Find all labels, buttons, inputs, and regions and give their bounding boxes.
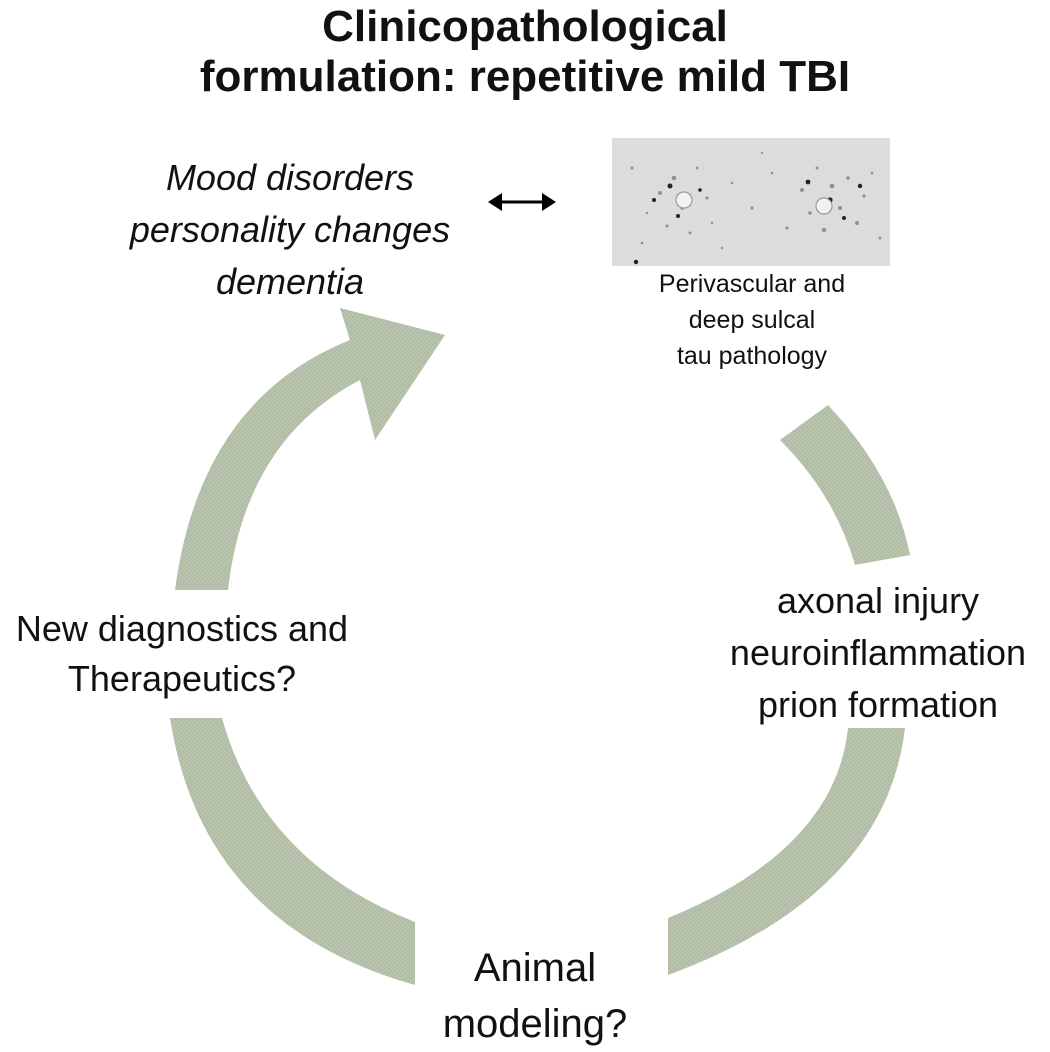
caption-line-3: tau pathology (676, 342, 828, 370)
diagnostics-label: New diagnostics and Therapeutics? (0, 604, 372, 704)
diagnostics-line-2: Therapeutics? (67, 658, 297, 699)
symptoms-line-2: personality changes (129, 209, 451, 250)
mechanisms-line-3: prion formation (757, 684, 999, 725)
mechanisms-line-2: neuroinflammation (729, 632, 1027, 673)
animal-line-2: modeling? (442, 1002, 628, 1046)
cycle-arrow-segment-right-bottom (668, 728, 905, 975)
symptoms-label: Mood disorders personality changes demen… (100, 152, 480, 308)
symptoms-line-1: Mood disorders (165, 157, 415, 198)
symptoms-line-3: dementia (215, 261, 365, 302)
mechanisms-label: axonal injury neuroinflammation prion fo… (698, 575, 1050, 731)
caption-line-1: Perivascular and (658, 270, 846, 298)
diagram-title: Clinicopathological formulation: repetit… (0, 2, 1050, 102)
title-line-1: Clinicopathological (322, 2, 728, 51)
double-headed-arrow-icon (488, 193, 556, 211)
cycle-arrow-segment-right-top (780, 405, 910, 565)
title-line-2: formulation: repetitive mild TBI (199, 52, 851, 101)
caption-line-2: deep sulcal (688, 306, 816, 334)
animal-line-1: Animal (473, 946, 597, 990)
animal-modeling-label: Animal modeling? (395, 940, 675, 1052)
diagnostics-line-1: New diagnostics and (15, 608, 349, 649)
pathology-caption: Perivascular and deep sulcal tau patholo… (612, 266, 892, 374)
tau-pathology-micrograph (612, 138, 890, 266)
cycle-arrow-segment-left-bottom (170, 718, 415, 985)
mechanisms-line-1: axonal injury (776, 580, 980, 621)
curved-cycle-arrow-icon (175, 308, 445, 590)
